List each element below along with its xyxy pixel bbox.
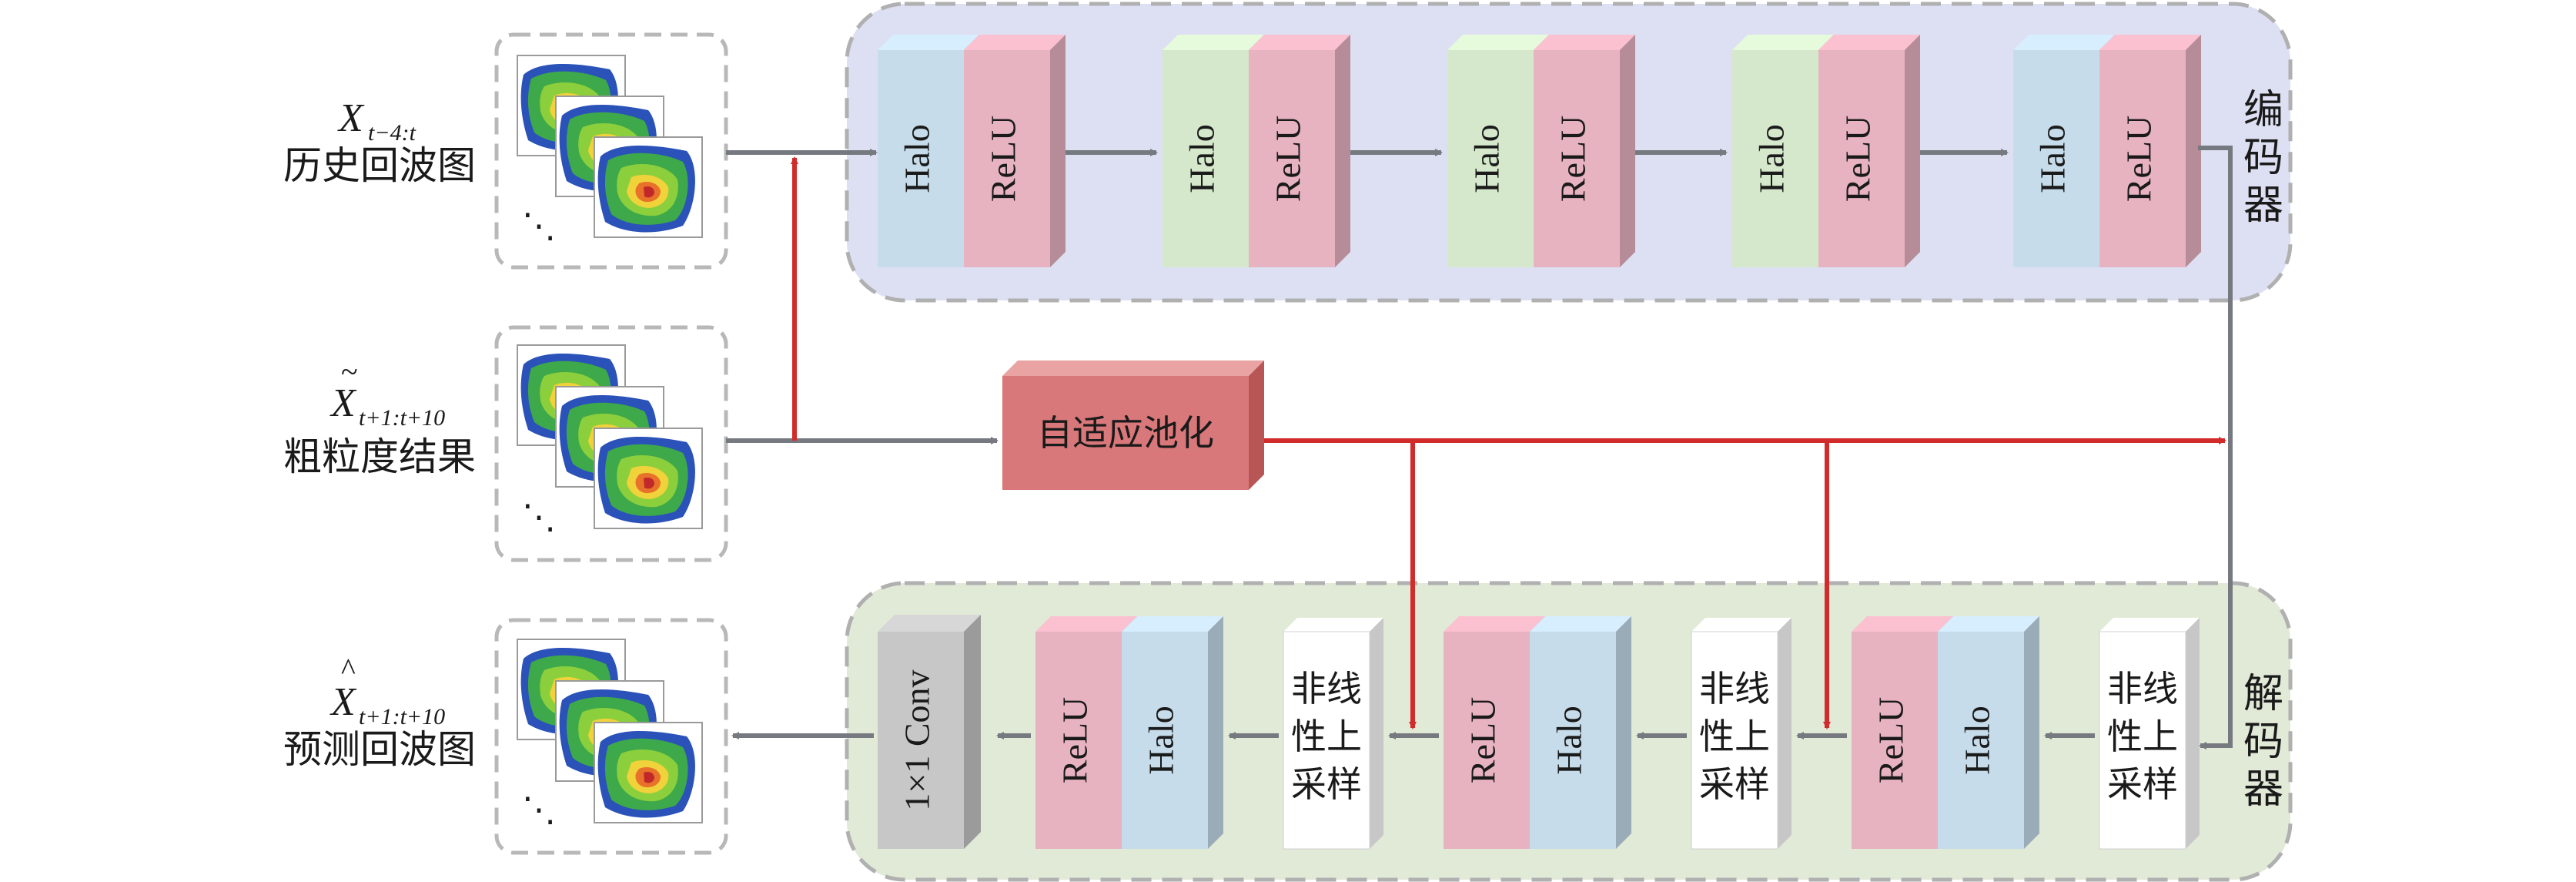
history-subscript: t−4:t (368, 120, 417, 146)
encoder-halo-label-1: Halo (898, 124, 937, 193)
encoder-relu-label-3: ReLU (1554, 116, 1593, 202)
gray-arrows (726, 146, 2233, 750)
upsample-label-2-line-3: 采样 (1699, 763, 1770, 805)
encoder-block-3: Halo ReLU (1447, 35, 1635, 267)
decoder-halo-slab-3 (1122, 616, 1223, 849)
encoder-relu-slab-3 (1534, 35, 1635, 267)
upsample-slab-3 (1283, 618, 1383, 850)
decoder-relu-label-2: ReLU (1464, 697, 1503, 783)
encoder-relu-label-1: ReLU (984, 116, 1023, 202)
decoder-title-char-2: 码 (2243, 719, 2283, 765)
history-label: X t−4:t 历史回波图 (283, 96, 476, 188)
conv-label: 1×1 Conv (898, 669, 937, 810)
encoder-halo-label-5: Halo (2033, 124, 2073, 193)
arrow-encoder-to-decoder (2198, 146, 2233, 750)
encoder-block-4: Halo ReLU (1732, 35, 1920, 267)
adaptive-pooling-block: 自适应池化 (1002, 361, 1264, 490)
encoder-block-2: Halo ReLU (1163, 35, 1350, 267)
encoder-relu-slab-5 (2099, 35, 2201, 267)
decoder-relu-label-1: ReLU (1872, 697, 1911, 783)
upsample-label-1-line-1: 非线 (2107, 668, 2178, 709)
encoder-relu-slab-2 (1249, 35, 1350, 267)
coarse-caption: 粗粒度结果 (283, 434, 476, 479)
decoder-halo-label-3: Halo (1142, 706, 1181, 774)
encoder-halo-label-2: Halo (1183, 124, 1222, 193)
ellipsis-2: ⋱ (522, 498, 556, 536)
decoder-halo-slab-1 (1938, 616, 2039, 849)
upsample-label-3-line-1: 非线 (1291, 668, 1362, 709)
conv-slab (878, 615, 981, 849)
decoder-halo-label-2: Halo (1550, 706, 1589, 774)
ellipsis-1: ⋱ (522, 207, 556, 245)
history-symbol: X (337, 96, 365, 140)
conv-1x1-block: 1×1 Conv (878, 615, 981, 849)
decoder-relu-label-3: ReLU (1055, 697, 1095, 783)
decoder-halo-label-1: Halo (1958, 706, 1997, 774)
history-caption: 历史回波图 (283, 143, 476, 188)
decoder-halo-slab-2 (1530, 616, 1631, 849)
encoder-blocks: Halo ReLU Halo ReLU Halo ReLU Halo ReLU Halo ReLU (878, 35, 2201, 267)
encoder-title-char-2: 码 (2243, 135, 2283, 181)
pooling-label: 自适应池化 (1037, 412, 1214, 454)
decoder-title-char-1: 解 (2243, 671, 2283, 717)
encoder-relu-label-2: ReLU (1269, 116, 1308, 202)
coarse-label: ~ X t+1:t+10 粗粒度结果 (283, 354, 476, 479)
coarse-accent: ~ (341, 354, 358, 389)
encoder-title-char-3: 器 (2243, 183, 2283, 229)
predicted-accent: ^ (341, 652, 356, 686)
decoder-title-char-3: 器 (2243, 766, 2283, 813)
encoder-title: 编 码 器 (2243, 87, 2283, 229)
coarse-symbol: X (330, 381, 357, 425)
encoder-relu-slab-1 (964, 35, 1066, 267)
upsample-label-2-line-2: 性上 (1699, 716, 1770, 757)
encoder-title-char-1: 编 (2243, 87, 2283, 133)
upsample-label-2-line-1: 非线 (1699, 668, 1770, 709)
predicted-symbol: X (330, 680, 357, 724)
coarse-frame (494, 325, 728, 562)
decoder-title: 解 码 器 (2243, 671, 2283, 813)
upsample-label-3-line-3: 采样 (1291, 763, 1362, 805)
encoder-relu-label-4: ReLU (1838, 116, 1878, 202)
ellipsis-3: ⋱ (522, 791, 556, 829)
upsample-label-3-line-2: 性上 (1291, 716, 1362, 757)
coarse-subscript: t+1:t+10 (359, 405, 445, 431)
predicted-subscript: t+1:t+10 (359, 704, 445, 729)
upsample-slab-1 (2099, 618, 2200, 850)
predicted-label: ^ X t+1:t+10 预测回波图 (283, 652, 476, 772)
encoder-relu-slab-4 (1818, 35, 1920, 267)
encoder-block-1: Halo ReLU (878, 35, 1066, 267)
predicted-caption: 预测回波图 (283, 727, 476, 772)
red-arrows (791, 156, 2226, 729)
encoder-halo-label-4: Halo (1752, 124, 1791, 193)
encoder-halo-label-3: Halo (1467, 124, 1507, 193)
upsample-label-1-line-2: 性上 (2107, 716, 2178, 757)
encoder-relu-label-5: ReLU (2119, 116, 2159, 202)
predicted-frame (494, 618, 728, 855)
encoder-block-5: Halo ReLU (2013, 35, 2201, 267)
upsample-slab-2 (1691, 618, 1791, 850)
upsample-label-1-line-3: 采样 (2107, 763, 2178, 805)
